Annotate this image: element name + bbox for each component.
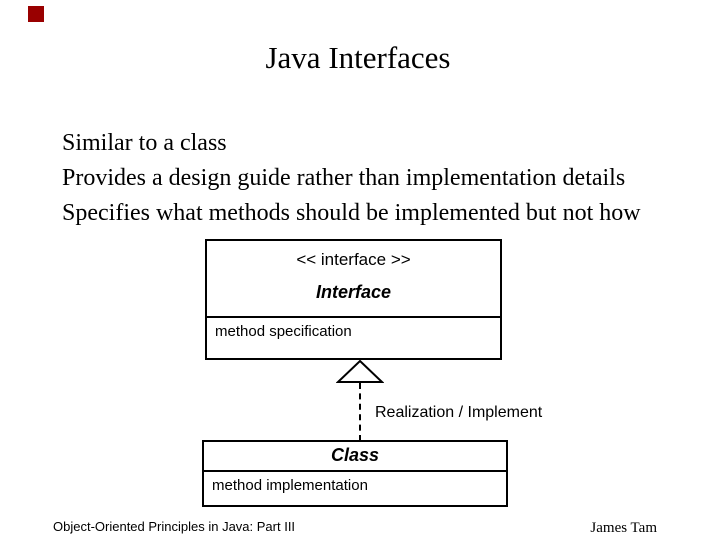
uml-interface-header: << interface >> Interface bbox=[207, 250, 500, 318]
footer-course-title: Object-Oriented Principles in Java: Part… bbox=[53, 519, 296, 534]
uml-class-box: Class method implementation bbox=[202, 440, 508, 507]
class-name: Class bbox=[330, 445, 380, 465]
realization-arrowhead-icon bbox=[336, 359, 384, 383]
body-line: Specifies what methods should be impleme… bbox=[62, 200, 641, 226]
uml-interface-box: << interface >> Interface method specifi… bbox=[205, 239, 502, 360]
slide-body: Similar to a class Provides a design gui… bbox=[62, 126, 662, 231]
footer-author: James Tam bbox=[590, 520, 657, 536]
realization-label: Realization / Implement bbox=[375, 404, 543, 421]
slide-title: Java Interfaces bbox=[265, 40, 451, 75]
body-line: Similar to a class bbox=[62, 130, 227, 156]
slide-accent-square bbox=[28, 6, 44, 22]
interface-member: method specification bbox=[215, 323, 352, 340]
uml-class-header: Class bbox=[204, 445, 506, 472]
interface-name: Interface bbox=[315, 282, 392, 302]
realization-dashed-line bbox=[359, 383, 361, 441]
body-line: Provides a design guide rather than impl… bbox=[62, 165, 626, 191]
class-member: method implementation bbox=[212, 477, 368, 494]
interface-stereotype: << interface >> bbox=[296, 250, 411, 269]
